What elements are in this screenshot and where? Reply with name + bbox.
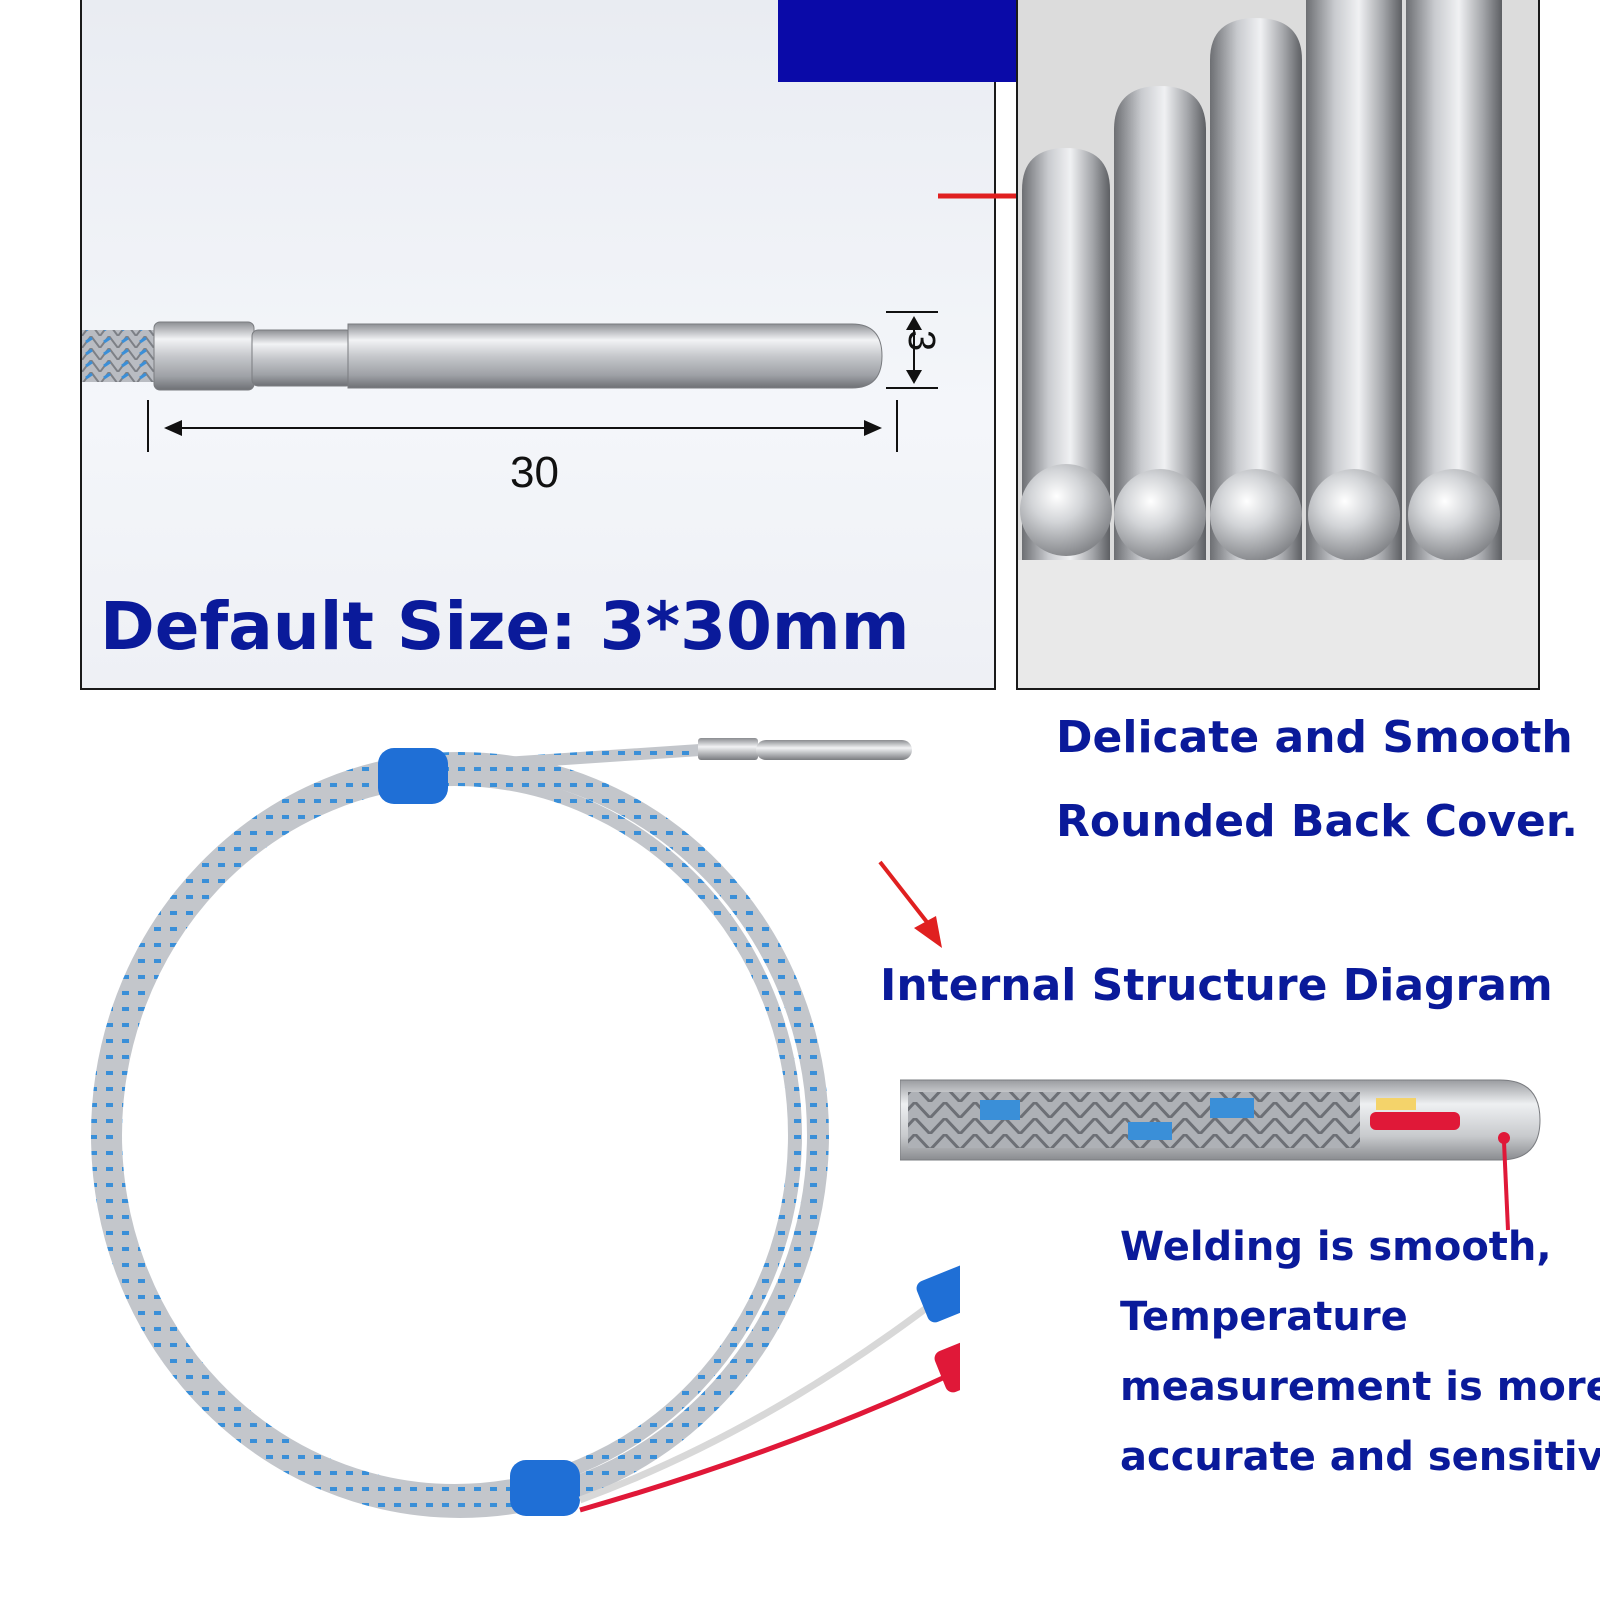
welding-note-line-1: Welding is smooth, bbox=[1120, 1224, 1552, 1270]
internal-structure-title: Internal Structure Diagram bbox=[880, 960, 1553, 1011]
red-spade-terminal bbox=[934, 1331, 960, 1393]
rounded-caps-photo bbox=[1018, 0, 1538, 688]
length-label: 30 bbox=[510, 448, 559, 497]
rounded-cap-5 bbox=[1408, 469, 1500, 561]
white-lead-wire bbox=[578, 1287, 953, 1504]
probe-tube-small bbox=[756, 740, 912, 760]
braided-cable-end bbox=[82, 330, 160, 382]
internal-structure-diagram bbox=[900, 1079, 1541, 1231]
rod-2 bbox=[1114, 86, 1206, 590]
rounded-cap-4 bbox=[1308, 469, 1400, 561]
default-size-headline: Default Size: 3*30mm bbox=[100, 588, 910, 665]
rounded-cap-2 bbox=[1114, 469, 1206, 561]
blue-spade-terminal bbox=[916, 1261, 960, 1323]
rounded-cap-3 bbox=[1210, 469, 1302, 561]
cable-coil-inner bbox=[108, 772, 802, 1498]
probe-neck bbox=[251, 329, 353, 387]
welding-note-line-2: Temperature bbox=[1120, 1294, 1408, 1340]
red-lead-wire bbox=[579, 1367, 960, 1513]
rounded-cap-1 bbox=[1020, 464, 1112, 556]
probe-tube bbox=[347, 323, 883, 389]
welding-note-line-4: accurate and sensitive. bbox=[1120, 1434, 1600, 1480]
rounded-cover-caption-line-1: Delicate and Smooth bbox=[1056, 712, 1573, 763]
thermocouple-junction bbox=[1370, 1112, 1460, 1130]
probe-dimension-panel: 3 30 Default Size: 3*30mm bbox=[80, 0, 996, 690]
cable-lead bbox=[399, 744, 701, 776]
welding-note-line-3: measurement is more bbox=[1120, 1364, 1600, 1410]
rounded-cover-caption-line-2: Rounded Back Cover. bbox=[1056, 796, 1578, 847]
diameter-label: 3 bbox=[900, 330, 942, 352]
rod-3 bbox=[1210, 18, 1302, 590]
weld-pointer-line bbox=[1502, 1141, 1510, 1231]
coiled-probe-photo bbox=[91, 738, 960, 1518]
probe-collar bbox=[153, 321, 255, 391]
rounded-caps-panel bbox=[1016, 0, 1540, 690]
probe-dimension-drawing bbox=[82, 311, 938, 452]
probe-collar-small bbox=[698, 738, 758, 760]
cable-coil-outer bbox=[91, 752, 829, 1518]
red-pointer-arrow-internal bbox=[878, 860, 942, 948]
blue-cable-tie-top bbox=[378, 748, 448, 804]
blue-cable-tie-bottom bbox=[510, 1460, 580, 1516]
